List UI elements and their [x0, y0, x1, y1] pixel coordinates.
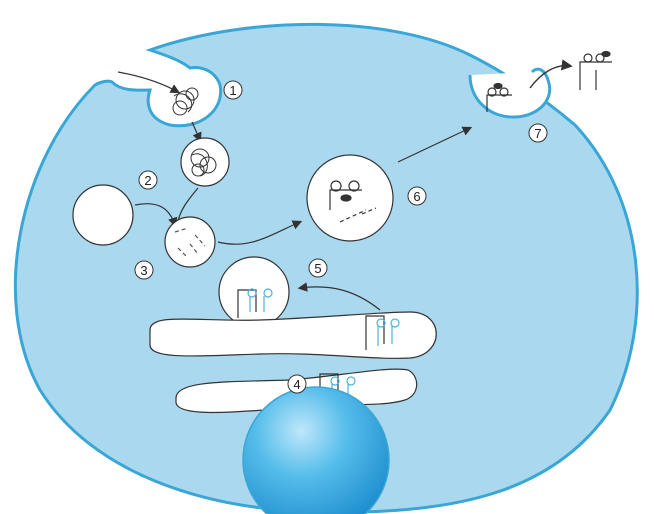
antigen-entry-line — [117, 71, 181, 94]
arrow-exocytosis — [529, 59, 573, 89]
displayed-mhc-complex — [579, 50, 612, 90]
step-label-5: 5 — [314, 261, 321, 276]
peptide-fragments — [174, 227, 206, 257]
lysosome — [72, 184, 134, 246]
step-marker-1: 1 — [223, 80, 243, 100]
step-label-3: 3 — [140, 263, 147, 278]
step-marker-2: 2 — [138, 170, 158, 190]
mhc-transport-vesicle — [218, 256, 290, 328]
step-marker-5: 5 — [308, 258, 328, 278]
antigen-tangle-2 — [190, 148, 217, 177]
mhc-molecules-er-upper — [365, 315, 400, 350]
mhc-molecules-5 — [237, 288, 273, 318]
surface-mhc-complex — [486, 82, 512, 112]
step-label-6: 6 — [413, 189, 420, 204]
arrow-lysosome-to-3 — [134, 203, 178, 228]
step-label-7: 7 — [534, 126, 541, 141]
step-label-2: 2 — [144, 173, 151, 188]
exocytosis-pocket — [468, 67, 552, 119]
step-marker-7: 7 — [528, 123, 548, 143]
er-cisterna-upper — [149, 311, 437, 359]
step-marker-3: 3 — [134, 260, 154, 280]
step-marker-4: 4 — [287, 374, 307, 394]
step-label-1: 1 — [229, 83, 236, 98]
arrow-3-to-6 — [217, 220, 303, 245]
phagolysosome — [164, 216, 216, 268]
arrow-er-to-5 — [297, 282, 381, 311]
arrow-1-to-2 — [191, 121, 202, 143]
arrow-6-to-7 — [397, 126, 473, 163]
antigen-tangle-1 — [172, 87, 199, 116]
endosome — [180, 137, 230, 187]
step-label-4: 4 — [293, 377, 300, 392]
mhc-peptide-complex — [329, 180, 377, 223]
step-marker-6: 6 — [407, 186, 427, 206]
nucleus — [242, 386, 390, 514]
